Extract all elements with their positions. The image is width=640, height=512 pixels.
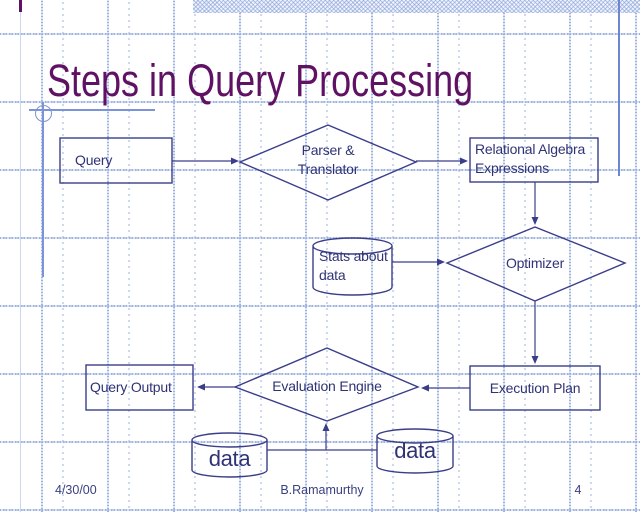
execution-plan-label-text: Execution Plan: [489, 379, 581, 396]
arrowhead-query-to-parser: [231, 157, 239, 165]
stats-label-line1: Stats about: [319, 248, 388, 264]
optimizer-diamond: [445, 226, 627, 302]
arrowhead-relational-algebra-to-optimizer: [531, 217, 539, 225]
crosshair-horizontal-line: [29, 109, 155, 111]
crosshair-vertical-line: [42, 102, 44, 277]
relational-algebra-box: [469, 137, 599, 183]
data-label-left: data: [208, 446, 251, 471]
footer-page-number: 4: [574, 483, 582, 497]
parser-translator-diamond: [238, 124, 418, 201]
arrowhead-stats-to-optimizer: [437, 258, 445, 266]
data-cylinder-left: [191, 432, 268, 478]
slide-title: Steps in Query Processing: [47, 55, 474, 106]
right-edge-rule: [618, 0, 620, 176]
query-output-label-text: Query Output: [90, 379, 172, 395]
footer-date: 4/30/00: [55, 483, 97, 497]
query-label-text: Query: [75, 152, 113, 168]
parser-label-line2: Translator: [297, 161, 359, 177]
evaluation-engine-diamond: [233, 347, 420, 422]
query-output-label: Query Output: [86, 365, 193, 410]
stats-cylinder: [312, 237, 393, 296]
query-label: Query: [60, 138, 172, 183]
relational-algebra-label-line2: Expressions: [475, 160, 550, 176]
stats-label: Stats about data: [319, 247, 388, 285]
left-edge-rule: [20, 0, 21, 512]
crosshair-circle-icon: [35, 105, 52, 122]
data-label-right: data: [394, 438, 436, 463]
left-rule-purple-cap: [19, 0, 22, 12]
optimizer-label: Optimizer: [505, 255, 565, 271]
stats-label-line2: data: [319, 267, 346, 283]
relational-algebra-label-line1: Relational Algebra: [475, 141, 586, 157]
relational-algebra-label: Relational Algebra Expressions: [475, 140, 585, 178]
arrowhead-data-to-evaluation: [322, 423, 330, 431]
evaluation-engine-label: Evaluation Engine: [272, 378, 382, 394]
query-output-box: [85, 364, 194, 411]
footer-author: B.Ramamurthy: [280, 483, 364, 497]
parser-label-line1: Parser &: [301, 142, 355, 158]
arrowhead-evaluation-to-query-output: [197, 383, 205, 391]
execution-plan-label: Execution Plan: [470, 366, 600, 410]
parser-translator-label: Parser & Translator: [248, 141, 408, 179]
data-cylinder-right: [376, 428, 454, 474]
arrowhead-parser-to-relational-algebra: [460, 157, 468, 165]
arrowhead-execution-plan-to-evaluation: [421, 384, 429, 392]
arrowhead-optimizer-to-execution-plan: [531, 356, 539, 364]
top-hatch-band: [193, 0, 640, 13]
